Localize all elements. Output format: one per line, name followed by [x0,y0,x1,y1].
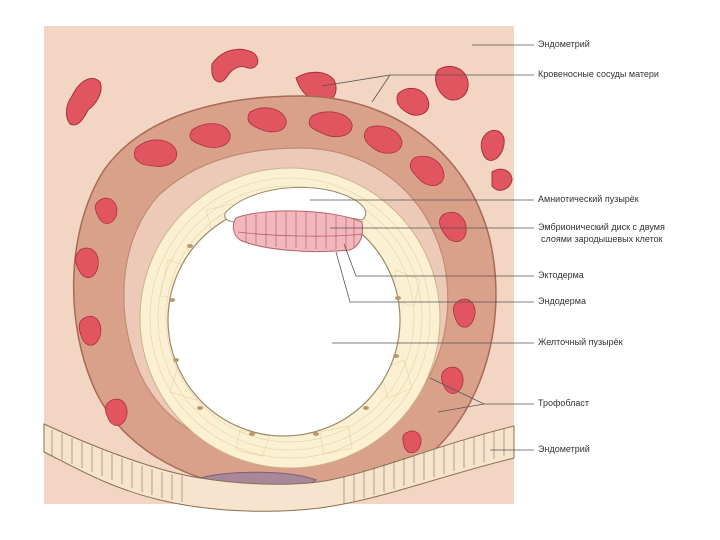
label-trophoblast: Трофобласт [538,398,589,409]
label-embryonic-disc-2: слоями зародышевых клеток [541,234,663,245]
label-yolk-sac: Желточный пузырёк [538,337,623,348]
label-embryonic-disc-1: Эмбрионический диск с двумя [538,222,665,233]
label-endoderm: Эндодерма [538,296,586,307]
label-maternal-vessels: Кровеносные сосуды матери [538,69,659,80]
label-ectoderm: Эктодерма [538,270,584,281]
label-endometrium-top: Эндометрий [538,39,590,50]
label-endometrium-bottom: Эндометрий [538,444,590,455]
label-amniotic-sac: Амниотический пузырёк [538,194,639,205]
